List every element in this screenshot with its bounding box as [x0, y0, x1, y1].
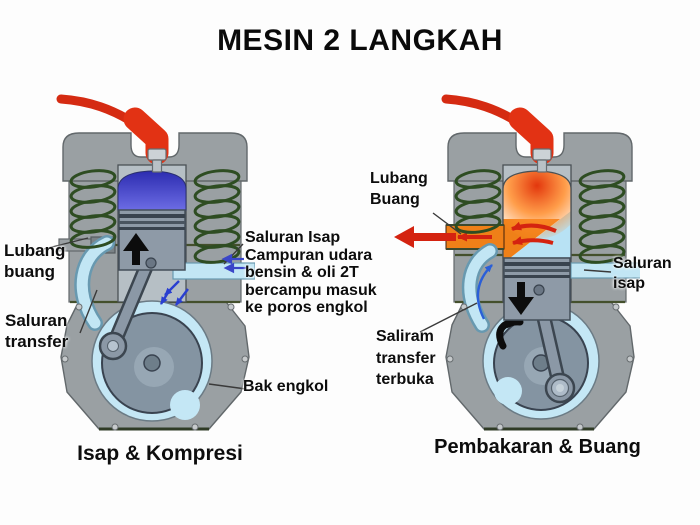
spark-plug-cap	[123, 107, 169, 165]
label-exhaust-port-right: Lubang Buang	[370, 170, 428, 208]
piston-pin	[145, 257, 157, 269]
piston	[503, 257, 571, 321]
label-intake-port-right: Saluran isap	[613, 255, 672, 292]
spark-plug	[532, 148, 552, 173]
engine-combustion-exhaust	[441, 94, 640, 431]
arrow-down-icon	[508, 282, 534, 315]
label-transfer-port-open: Saliram transfer terbuka	[376, 328, 436, 389]
label-transfer-port-left: Saluran transfer	[5, 311, 69, 352]
label-crankcase: Bak engkol	[243, 378, 329, 395]
cooling-fins	[69, 169, 241, 264]
mixture-flow-arrows	[159, 280, 189, 306]
caption-combustion-exhaust: Pembakaran & Buang	[434, 436, 641, 458]
label-intake-description: Saluran Isap Campuran udara bensin & oli…	[245, 229, 377, 317]
label-exhaust-port-left: Lubang buang	[4, 241, 66, 282]
crankcase-bolts	[61, 303, 249, 431]
crankshaft	[101, 312, 203, 420]
transfer-flow-arrow	[476, 264, 493, 320]
piston-pin	[533, 284, 545, 296]
arrow-up-icon	[123, 233, 149, 265]
engine-intake-compression	[56, 94, 255, 431]
compressed-charge	[117, 170, 187, 211]
spark-plug	[147, 148, 167, 173]
caption-intake-compression: Isap & Kompresi	[77, 442, 243, 465]
combustion-glow	[503, 171, 571, 239]
page-title: MESIN 2 LANGKAH	[217, 24, 503, 57]
piston	[118, 209, 186, 271]
rotation-arrow	[496, 314, 524, 350]
exhaust-swirl-arrows	[511, 221, 557, 245]
spark-plug-cap	[508, 107, 554, 165]
